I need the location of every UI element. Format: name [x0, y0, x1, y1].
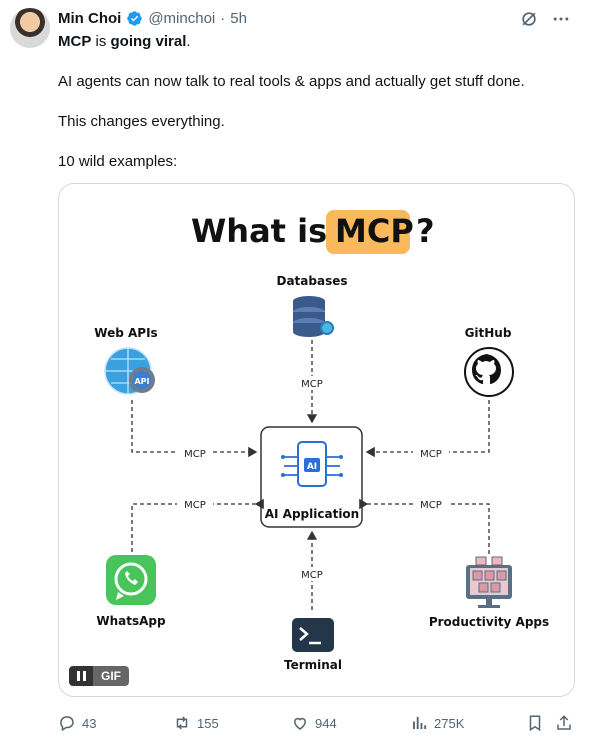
edge-label-whatsapp: MCP: [184, 500, 206, 511]
terminal-icon: [292, 618, 334, 652]
bookmark-button[interactable]: [526, 711, 544, 735]
heart-icon: [293, 717, 307, 730]
author-handle[interactable]: @minchoi: [148, 9, 216, 27]
more-icon[interactable]: [551, 9, 571, 29]
avatar[interactable]: [10, 8, 50, 48]
reply-icon: [60, 716, 74, 732]
databases-label: Databases: [276, 274, 347, 288]
reply-button[interactable]: 43: [58, 711, 96, 735]
gif-label: GIF: [93, 666, 129, 686]
edge-label-terminal: MCP: [301, 570, 323, 581]
tweet-header: Min Choi @minchoi · 5h: [58, 8, 247, 28]
title-highlight-box: [326, 210, 410, 254]
share-button[interactable]: [555, 711, 573, 735]
web-api-icon: API: [104, 347, 155, 395]
ai-application-label: AI Application: [265, 507, 359, 521]
gif-badge[interactable]: GIF: [69, 666, 129, 686]
reply-count: 43: [82, 715, 97, 731]
github-icon: [464, 347, 514, 397]
views-button[interactable]: 275K: [410, 711, 464, 735]
web-apis-label: Web APIs: [94, 326, 157, 340]
repost-count: 155: [197, 715, 219, 731]
top-actions: [519, 9, 571, 29]
terminal-label: Terminal: [284, 658, 342, 672]
whatsapp-label: WhatsApp: [96, 614, 166, 628]
ai-chip-text: AI: [307, 462, 317, 472]
grok-icon[interactable]: [519, 9, 539, 29]
productivity-apps-icon: [466, 556, 512, 608]
repost-icon: [176, 716, 188, 730]
share-icon: [557, 715, 571, 730]
edge-label-github: MCP: [420, 449, 442, 460]
tweet-line-3: This changes everything.: [58, 113, 225, 130]
like-count: 944: [315, 715, 337, 731]
diagram-title-suffix: ?: [416, 212, 435, 250]
tweet-line-1: MCP is going viral.: [58, 33, 191, 50]
diagram-title-highlight: MCP: [335, 212, 414, 250]
edge-productivity: [359, 498, 490, 556]
tweet-actions: 43 155 944 275K: [58, 711, 575, 735]
mcp-diagram: What is MCP ? Databases Web APIs: [94, 210, 549, 672]
edge-label-productivity: MCP: [420, 500, 442, 511]
tweet-line-4: 10 wild examples:: [58, 153, 178, 170]
timestamp[interactable]: 5h: [230, 9, 247, 27]
ai-application-box: [260, 426, 363, 528]
author-name[interactable]: Min Choi: [58, 9, 122, 27]
bookmark-icon: [529, 715, 541, 732]
view-count: 275K: [434, 715, 465, 731]
edge-github: [365, 400, 490, 458]
database-icon: [293, 296, 334, 337]
ai-chip-icon: AI: [281, 441, 343, 487]
pause-icon[interactable]: [69, 666, 93, 686]
productivity-apps-label: Productivity Apps: [429, 615, 549, 629]
diagram-title-prefix: What is: [191, 212, 327, 250]
edge-whatsapp: [131, 498, 264, 556]
edge-label-web-apis: MCP: [184, 449, 206, 460]
like-button[interactable]: 944: [291, 711, 337, 735]
repost-button[interactable]: 155: [173, 711, 219, 735]
separator-dot: ·: [220, 9, 226, 27]
api-badge-text: API: [134, 377, 149, 386]
whatsapp-icon: [106, 555, 156, 605]
tweet-media-gif[interactable]: What is MCP ? Databases Web APIs: [58, 183, 575, 697]
edge-web-apis: [131, 400, 258, 458]
tweet-line-2: AI agents can now talk to real tools & a…: [58, 73, 525, 90]
verified-badge-icon: [127, 10, 143, 26]
edge-label-databases: MCP: [301, 379, 323, 390]
analytics-icon: [413, 717, 427, 729]
github-label: GitHub: [465, 326, 512, 340]
